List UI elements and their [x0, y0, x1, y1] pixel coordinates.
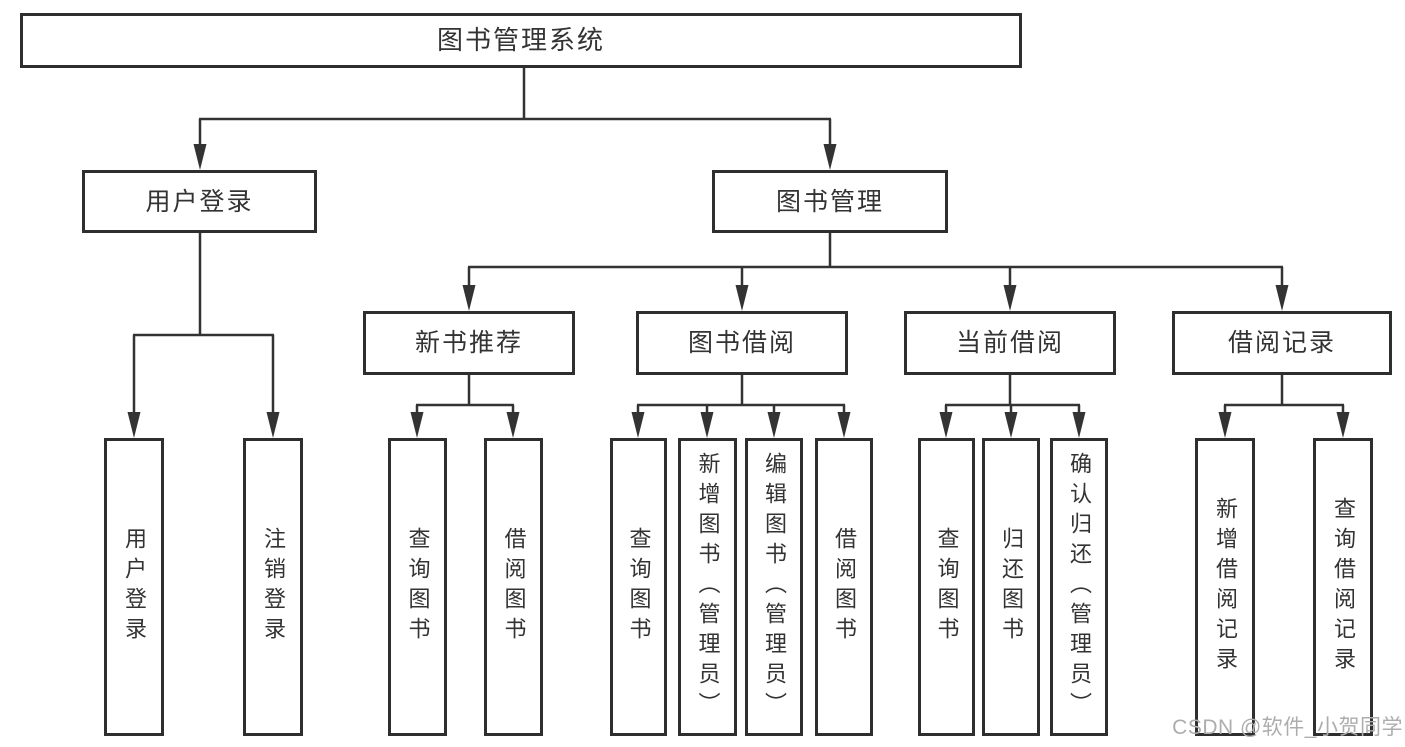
arrowhead-down-icon	[939, 412, 953, 438]
leaf-confirm-return-admin: 确认归还（管理员）	[1050, 438, 1108, 736]
csdn-watermark: CSDN @软件_小贺同学	[1172, 716, 1403, 739]
arrowhead-down-icon	[837, 412, 851, 438]
node-label: 借阅图书	[832, 527, 857, 647]
arrowhead-down-icon	[1072, 412, 1086, 438]
node-label: 查询图书	[405, 527, 431, 647]
node-label: 新书推荐	[414, 329, 523, 357]
leaf-add-book-admin: 新增图书（管理员）	[678, 438, 737, 736]
arrowhead-down-icon	[1004, 412, 1018, 438]
node-library-management-system: 图书管理系统	[20, 13, 1022, 68]
node-label: 图书借阅	[687, 329, 796, 357]
node-label: 用户登录	[122, 527, 147, 647]
arrowhead-down-icon	[1218, 412, 1232, 438]
arrowhead-down-icon	[410, 412, 424, 438]
node-current-borrowing: 当前借阅	[904, 311, 1116, 375]
arrowhead-down-icon	[193, 144, 207, 170]
node-book-management: 图书管理	[712, 170, 948, 233]
arrowhead-down-icon	[462, 285, 476, 311]
node-label: 借阅记录	[1227, 329, 1336, 357]
node-label: 查询借阅记录	[1331, 497, 1356, 677]
node-label: 借阅图书	[501, 527, 527, 647]
leaf-add-borrow-record: 新增借阅记录	[1195, 438, 1255, 736]
node-label: 编辑图书（管理员）	[762, 452, 787, 722]
arrowhead-down-icon	[1003, 285, 1017, 311]
leaf-borrow-books-recommend: 借阅图书	[484, 438, 543, 736]
node-label: 用户登录	[145, 187, 254, 216]
node-book-borrowing: 图书借阅	[636, 311, 848, 375]
node-label: 注销登录	[261, 527, 286, 647]
leaf-query-books-borrowing: 查询图书	[610, 438, 667, 736]
leaf-edit-book-admin: 编辑图书（管理员）	[745, 438, 803, 736]
arrowhead-down-icon	[823, 144, 837, 170]
node-label: 图书管理	[775, 187, 884, 216]
arrowhead-down-icon	[735, 285, 749, 311]
leaf-query-books-recommend: 查询图书	[388, 438, 447, 736]
node-label: 新增图书（管理员）	[695, 452, 721, 722]
leaf-user-login: 用户登录	[104, 438, 164, 736]
leaf-query-borrow-record: 查询借阅记录	[1313, 438, 1373, 736]
node-label: 查询图书	[626, 527, 652, 647]
node-user-login: 用户登录	[82, 170, 317, 233]
arrowhead-down-icon	[700, 412, 714, 438]
arrowhead-down-icon	[266, 412, 280, 438]
arrowhead-down-icon	[767, 412, 781, 438]
arrowhead-down-icon	[631, 412, 645, 438]
node-label: 新增借阅记录	[1213, 497, 1238, 677]
node-label: 归还图书	[999, 527, 1024, 647]
node-borrowing-records: 借阅记录	[1172, 311, 1392, 375]
node-label: 查询图书	[934, 527, 960, 647]
node-label: 当前借阅	[955, 329, 1064, 357]
node-label: 确认归还（管理员）	[1067, 452, 1092, 722]
leaf-borrow-books-borrowing: 借阅图书	[815, 438, 873, 736]
node-new-book-recommendation: 新书推荐	[363, 311, 575, 375]
node-label: 图书管理系统	[436, 24, 605, 55]
arrowhead-down-icon	[506, 412, 520, 438]
arrowhead-down-icon	[127, 412, 141, 438]
arrowhead-down-icon	[1275, 285, 1289, 311]
leaf-query-books-current: 查询图书	[918, 438, 975, 736]
arrowhead-down-icon	[1336, 412, 1350, 438]
leaf-logout-login: 注销登录	[243, 438, 303, 736]
leaf-return-books: 归还图书	[982, 438, 1040, 736]
